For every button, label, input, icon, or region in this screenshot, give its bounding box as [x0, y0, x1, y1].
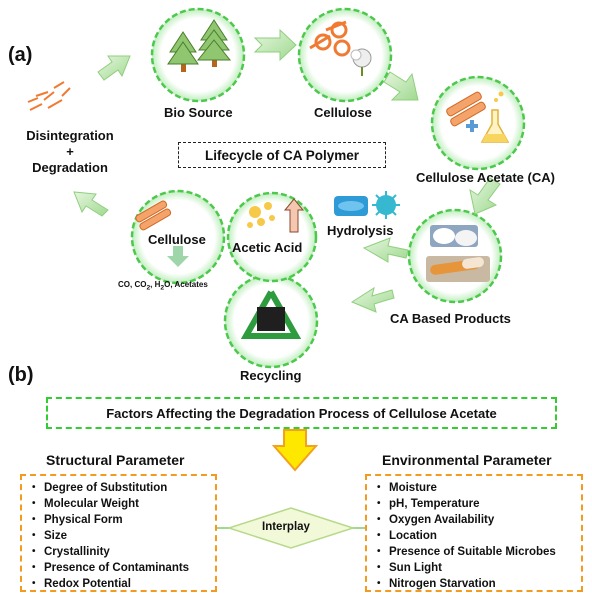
interplay-connector [217, 507, 365, 549]
environmental-item: Location [377, 528, 573, 544]
environmental-item: Presence of Suitable Microbes [377, 544, 573, 560]
environmental-item: Moisture [377, 480, 573, 496]
structural-item: Presence of Contaminants [32, 560, 207, 576]
cellulose-acetate-label: Cellulose Acetate (CA) [416, 170, 555, 185]
bio-source-circle [150, 7, 246, 103]
acetic-acid-icon [247, 198, 305, 233]
structural-item: Degree of Substitution [32, 480, 207, 496]
arrow-ca-to-products [469, 177, 501, 215]
down-arrow-icon [271, 429, 319, 472]
arrow-products-to-recycling [350, 286, 395, 313]
cellulose-acetate-icon [446, 91, 510, 143]
environmental-item: Oxygen Availability [377, 512, 573, 528]
structural-item: Molecular Weight [32, 496, 207, 512]
environmental-item: Sun Light [377, 560, 573, 576]
acetic-acid-label: Acetic Acid [232, 240, 303, 255]
environmental-parameter-box: Moisture pH, Temperature Oxygen Availabi… [365, 474, 583, 592]
arrow-cellulose-to-disintegration [73, 191, 109, 217]
decomposition-products: CO, CO2, H2O, Acetates [118, 280, 208, 292]
tree-icon [167, 19, 232, 72]
hydrolysis-label: Hydrolysis [327, 223, 394, 238]
hydrolysis-icon [334, 191, 400, 219]
recycle-icon [240, 290, 302, 339]
bio-source-label: Bio Source [164, 105, 233, 120]
fiber-fragments-icon [27, 81, 71, 111]
environmental-item: pH, Temperature [377, 496, 573, 512]
structural-item: Physical Form [32, 512, 207, 528]
arrow-disintegration-to-bio [97, 55, 131, 81]
disintegration-degradation-label: Disintegration + Degradation [26, 128, 114, 175]
factors-title: Factors Affecting the Degradation Proces… [46, 397, 557, 429]
interplay-label: Interplay [262, 521, 310, 533]
structural-heading: Structural Parameter [46, 452, 185, 468]
structural-item: Redox Potential [32, 576, 207, 592]
environmental-item: Nitrogen Starvation [377, 576, 573, 592]
environmental-heading: Environmental Parameter [382, 452, 552, 468]
lifecycle-title: Lifecycle of CA Polymer [178, 142, 386, 168]
arrow-bio-to-cellulose [253, 28, 297, 62]
arrow-products-to-hydrolysis [362, 237, 409, 263]
acetic-acid-circle [226, 191, 318, 283]
cellulose-small-label: Cellulose [148, 232, 206, 247]
cellulose-acetate-circle [430, 75, 526, 171]
ca-products-label: CA Based Products [390, 311, 511, 326]
panel-a-tag: (a) [8, 44, 33, 66]
ca-products-icon [426, 225, 490, 282]
cellulose-decomposition-icon [135, 200, 189, 267]
recycling-label: Recycling [240, 368, 302, 383]
cellulose-fiber-icon [309, 20, 372, 76]
panel-b-tag: (b) [8, 364, 34, 386]
arrow-cellulose-to-ca [383, 71, 419, 101]
cellulose-small-circle [130, 189, 226, 285]
structural-item: Crystallinity [32, 544, 207, 560]
structural-parameter-box: Degree of Substitution Molecular Weight … [20, 474, 217, 592]
cellulose-label: Cellulose [314, 105, 372, 120]
structural-item: Size [32, 528, 207, 544]
lifecycle-diagram [27, 7, 526, 369]
